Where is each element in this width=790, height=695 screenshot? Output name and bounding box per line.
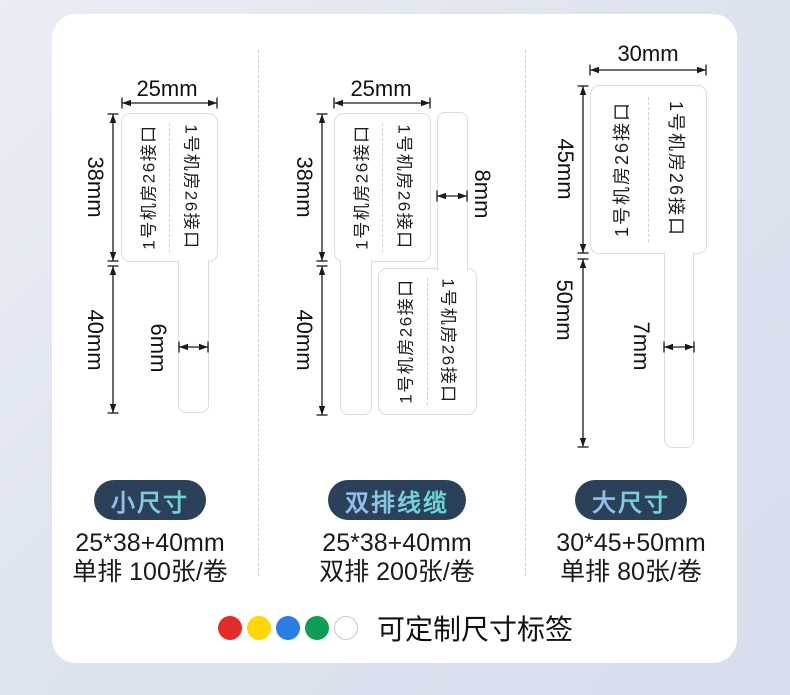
label-fold-line bbox=[427, 278, 428, 405]
badge-label: 大尺寸 bbox=[592, 483, 670, 518]
spec-block-small: 25*38+40mm 单排 100张/卷 bbox=[72, 529, 228, 587]
dim-height-label: 45mm bbox=[553, 138, 578, 200]
color-dot-green bbox=[305, 616, 329, 640]
dim-tail-length-label: 50mm bbox=[552, 279, 577, 341]
spec-pack-label: 单排 100张/卷 bbox=[72, 558, 228, 586]
color-dot-white bbox=[334, 616, 358, 640]
label-text-right: 1号机房26接口 bbox=[181, 124, 201, 250]
dim-width-label: 30mm bbox=[617, 41, 679, 66]
label-tail-double-bottom bbox=[437, 112, 468, 270]
dim-tail-width-label: 8mm bbox=[470, 169, 495, 219]
spec-block-double: 25*38+40mm 双排 200张/卷 bbox=[319, 529, 475, 587]
label-tail-large bbox=[664, 252, 694, 448]
label-text-right: 1号机房26接口 bbox=[666, 100, 686, 238]
column-separator bbox=[525, 50, 526, 576]
label-text-left: 1号机房26接口 bbox=[612, 100, 632, 238]
spec-size-label: 25*38+40mm bbox=[75, 529, 225, 557]
badge-label: 小尺寸 bbox=[111, 483, 189, 518]
label-fold-line bbox=[169, 123, 170, 252]
label-fold-line bbox=[382, 123, 383, 252]
spec-pack-label: 双排 200张/卷 bbox=[319, 558, 475, 586]
label-text-left: 1号机房26接口 bbox=[139, 124, 159, 250]
label-text-right: 1号机房26接口 bbox=[394, 124, 414, 250]
label-fold-line bbox=[648, 97, 649, 242]
badge-label: 双排线缆 bbox=[345, 483, 449, 518]
dim-width-label: 25mm bbox=[350, 76, 412, 101]
spec-size-label: 30*45+50mm bbox=[556, 529, 706, 557]
dim-tail-length-label: 40mm bbox=[292, 309, 317, 371]
spec-block-large: 30*45+50mm 单排 80张/卷 bbox=[556, 529, 705, 587]
label-text-left: 1号机房26接口 bbox=[352, 124, 372, 250]
dim-tail-width-label: 6mm bbox=[146, 323, 171, 373]
dim-height-label: 38mm bbox=[83, 156, 108, 218]
dim-height-label: 38mm bbox=[292, 156, 317, 218]
badge-small-size: 小尺寸 bbox=[94, 480, 206, 520]
color-dot-red bbox=[218, 616, 242, 640]
spec-size-label: 25*38+40mm bbox=[322, 529, 472, 557]
customizable-size-text: 可定制尺寸标签 bbox=[377, 614, 574, 645]
label-tail-small bbox=[178, 260, 209, 413]
label-text-left: 1号机房26接口 bbox=[396, 278, 416, 404]
spec-pack-label: 单排 80张/卷 bbox=[560, 558, 702, 586]
dim-tail-width-label: 7mm bbox=[629, 321, 654, 371]
label-text-right: 1号机房26接口 bbox=[438, 278, 458, 404]
color-dot-blue bbox=[276, 616, 300, 640]
badge-double-row: 双排线缆 bbox=[328, 480, 466, 520]
color-dot-yellow bbox=[247, 616, 271, 640]
dim-tail-length-label: 40mm bbox=[83, 309, 108, 371]
column-separator bbox=[258, 50, 259, 576]
label-tail-double-top bbox=[340, 260, 372, 415]
dim-width-label: 25mm bbox=[136, 76, 198, 101]
badge-large-size: 大尺寸 bbox=[575, 480, 687, 520]
